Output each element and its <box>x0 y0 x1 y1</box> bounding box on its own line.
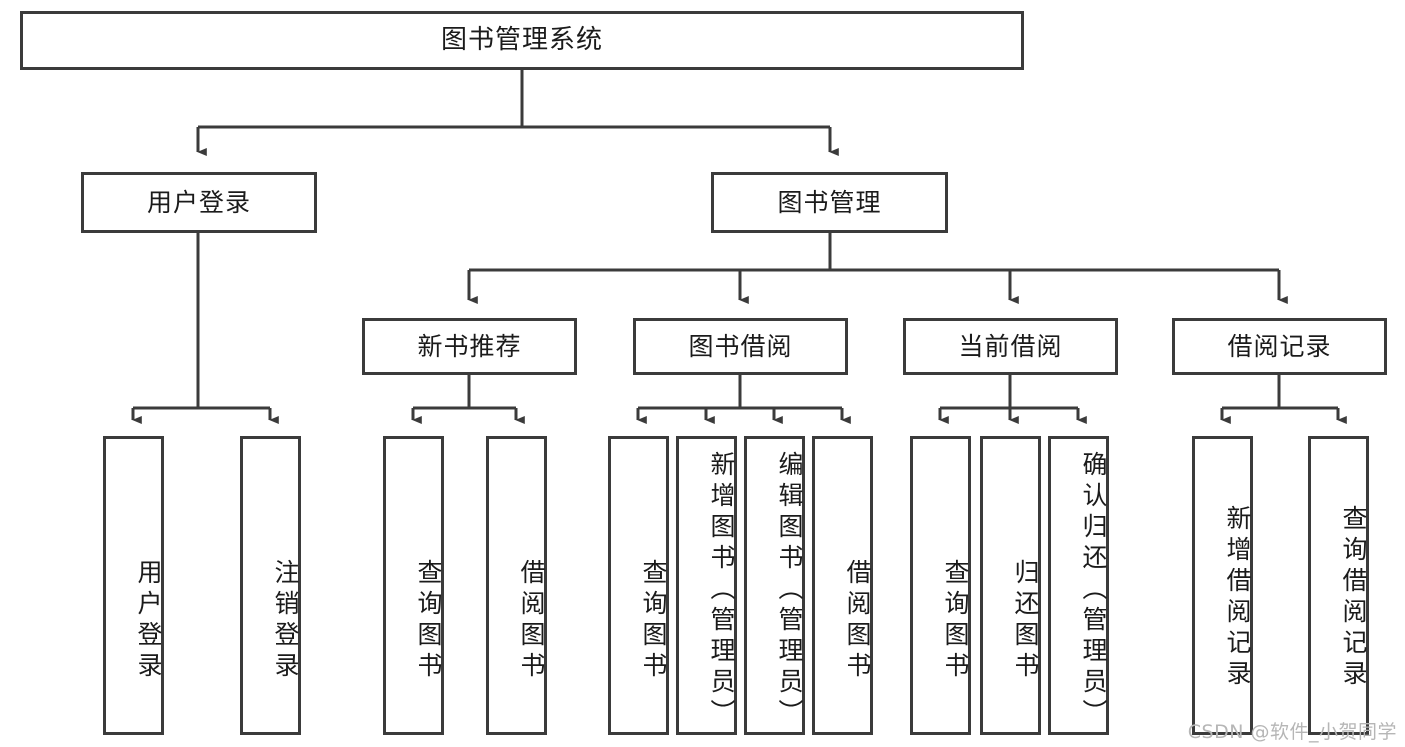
node-book-manage-label: 图书管理 <box>777 187 882 217</box>
leaf-rec-query-label: 查询图书 <box>414 558 443 683</box>
leaf-user-login[interactable]: 用户登录 <box>103 436 164 735</box>
leaf-borrow-lend-label: 借阅图书 <box>843 558 872 683</box>
node-book-borrow-label: 图书借阅 <box>688 331 793 361</box>
node-user-login[interactable]: 用户登录 <box>81 172 317 233</box>
leaf-borrow-query-label: 查询图书 <box>639 558 668 683</box>
leaf-rec-add-label: 新增借阅记录 <box>1223 505 1252 691</box>
leaf-user-login-label: 用户登录 <box>134 558 163 683</box>
leaf-cur-query[interactable]: 查询图书 <box>910 436 971 735</box>
node-current-borrow-label: 当前借阅 <box>958 331 1063 361</box>
leaf-borrow-edit[interactable]: 编辑图书（管理员） <box>744 436 805 735</box>
node-borrow-record[interactable]: 借阅记录 <box>1172 318 1387 375</box>
leaf-borrow-edit-label: 编辑图书（管理员） <box>775 451 804 730</box>
node-root[interactable]: 图书管理系统 <box>20 11 1024 70</box>
leaf-rec-query2-label: 查询借阅记录 <box>1339 505 1368 691</box>
leaf-cur-return[interactable]: 归还图书 <box>980 436 1041 735</box>
node-new-book-rec-label: 新书推荐 <box>417 331 522 361</box>
leaf-borrow-add[interactable]: 新增图书（管理员） <box>676 436 737 735</box>
leaf-cur-query-label: 查询图书 <box>941 558 970 683</box>
leaf-logout[interactable]: 注销登录 <box>240 436 301 735</box>
leaf-logout-label: 注销登录 <box>271 558 300 683</box>
node-root-label: 图书管理系统 <box>440 25 603 56</box>
node-book-borrow[interactable]: 图书借阅 <box>633 318 848 375</box>
node-new-book-rec[interactable]: 新书推荐 <box>362 318 577 375</box>
node-current-borrow[interactable]: 当前借阅 <box>903 318 1118 375</box>
leaf-rec-query2[interactable]: 查询借阅记录 <box>1308 436 1369 735</box>
leaf-rec-borrow[interactable]: 借阅图书 <box>486 436 547 735</box>
node-borrow-record-label: 借阅记录 <box>1227 331 1332 361</box>
leaf-cur-confirm[interactable]: 确认归还（管理员） <box>1048 436 1109 735</box>
leaf-cur-return-label: 归还图书 <box>1011 558 1040 683</box>
leaf-borrow-query[interactable]: 查询图书 <box>608 436 669 735</box>
leaf-rec-borrow-label: 借阅图书 <box>517 558 546 683</box>
node-book-manage[interactable]: 图书管理 <box>711 172 948 233</box>
leaf-cur-confirm-label: 确认归还（管理员） <box>1079 451 1108 730</box>
leaf-borrow-lend[interactable]: 借阅图书 <box>812 436 873 735</box>
leaf-rec-query[interactable]: 查询图书 <box>383 436 444 735</box>
leaf-rec-add[interactable]: 新增借阅记录 <box>1192 436 1253 735</box>
leaf-borrow-add-label: 新增图书（管理员） <box>707 451 736 730</box>
watermark-text: CSDN @软件_小贺同学 <box>1187 721 1397 743</box>
node-user-login-label: 用户登录 <box>146 187 251 217</box>
